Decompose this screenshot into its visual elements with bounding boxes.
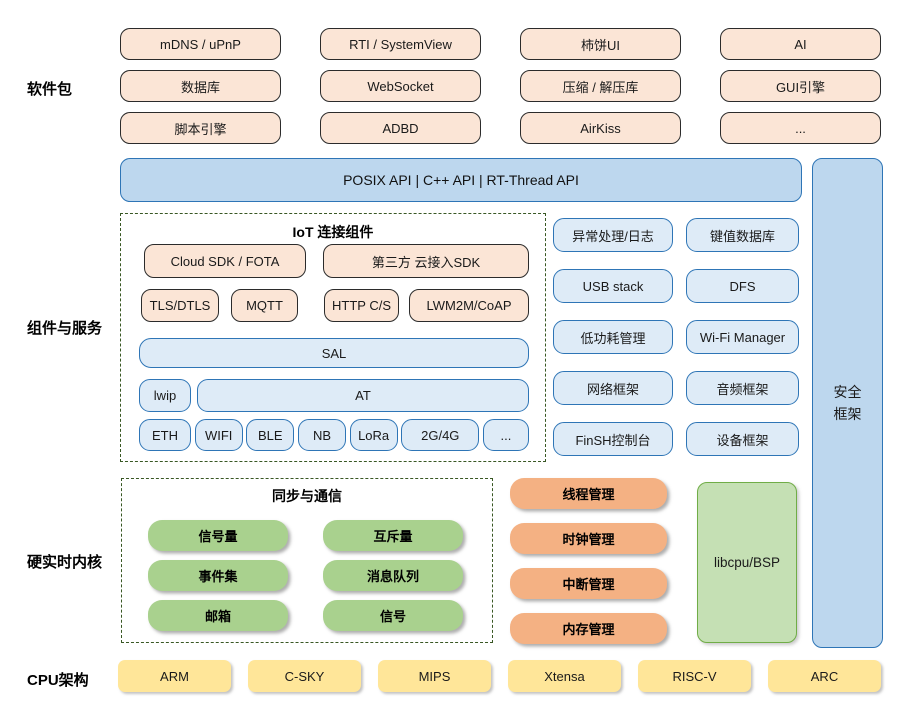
iot-group-title: IoT 连接组件	[292, 224, 374, 240]
package-box-adbd: ADBD	[320, 112, 481, 144]
service-kv-database-box: 键值数据库	[686, 218, 799, 252]
section-label-software-packages: 软件包	[27, 81, 73, 98]
cpu-arch-row: ARM C-SKY MIPS Xtensa RISC-V ARC	[118, 660, 881, 692]
mqtt-box: MQTT	[231, 289, 298, 322]
lwip-box: lwip	[139, 379, 191, 412]
ipc-pills-grid: 信号量 互斥量 事件集 消息队列 邮箱 信号	[148, 520, 463, 631]
service-device-framework-box: 设备框架	[686, 422, 799, 456]
package-box-database: 数据库	[120, 70, 281, 102]
wifi-chip: WIFI	[194, 419, 243, 451]
service-audio-framework-box: 音频框架	[686, 371, 799, 405]
cpu-arm-box: ARM	[118, 660, 231, 692]
service-dfs-box: DFS	[686, 269, 799, 303]
event-set-pill: 事件集	[148, 560, 288, 591]
service-low-power-box: 低功耗管理	[553, 320, 673, 354]
third-party-cloud-sdk-box: 第三方 云接入SDK	[323, 244, 529, 278]
package-box-gui-engine: GUI引擎	[720, 70, 881, 102]
message-queue-pill: 消息队列	[323, 560, 463, 591]
cloud-sdk-fota-box: Cloud SDK / FOTA	[144, 244, 306, 278]
ble-chip: BLE	[246, 419, 295, 451]
security-framework-label-line2: 框架	[833, 406, 862, 422]
thread-management-pill: 线程管理	[510, 478, 667, 509]
security-framework-label-line1: 安全	[833, 384, 862, 400]
section-label-cpu-arch: CPU架构	[27, 672, 89, 689]
cpu-mips-box: MIPS	[378, 660, 491, 692]
service-network-framework-box: 网络框架	[553, 371, 673, 405]
interrupt-management-pill: 中断管理	[510, 568, 667, 599]
mutex-pill: 互斥量	[323, 520, 463, 551]
service-finsh-console-box: FinSH控制台	[553, 422, 673, 456]
sync-communication-title: 同步与通信	[272, 488, 342, 504]
package-box-airkiss: AirKiss	[520, 112, 681, 144]
software-packages-grid: mDNS / uPnP RTI / SystemView 柿饼UI AI 数据库…	[120, 28, 881, 144]
cpu-csky-box: C-SKY	[248, 660, 361, 692]
2g4g-chip: 2G/4G	[401, 419, 480, 451]
package-box-rti: RTI / SystemView	[320, 28, 481, 60]
package-box-mdns-upnp: mDNS / uPnP	[120, 28, 281, 60]
package-box-websocket: WebSocket	[320, 70, 481, 102]
clock-management-pill: 时钟管理	[510, 523, 667, 554]
package-box-more: ...	[720, 112, 881, 144]
service-exception-log-box: 异常处理/日志	[553, 218, 673, 252]
security-framework-box: 安全 框架	[812, 158, 883, 648]
sync-communication-group: 同步与通信 信号量 互斥量 事件集 消息队列 邮箱 信号	[121, 478, 493, 643]
cpu-arc-box: ARC	[768, 660, 881, 692]
package-box-compress: 压缩 / 解压库	[520, 70, 681, 102]
section-label-realtime-kernel: 硬实时内核	[27, 554, 103, 571]
semaphore-pill: 信号量	[148, 520, 288, 551]
cpu-riscv-box: RISC-V	[638, 660, 751, 692]
memory-management-pill: 内存管理	[510, 613, 667, 644]
lora-chip: LoRa	[349, 419, 398, 451]
api-banner: POSIX API | C++ API | RT-Thread API	[120, 158, 802, 202]
section-label-components-services: 组件与服务	[27, 320, 103, 337]
package-box-script-engine: 脚本引擎	[120, 112, 281, 144]
package-box-persimmon-ui: 柿饼UI	[520, 28, 681, 60]
package-box-ai: AI	[720, 28, 881, 60]
sal-box: SAL	[139, 338, 529, 368]
service-wifi-manager-box: Wi-Fi Manager	[686, 320, 799, 354]
link-layer-chips-row: ETH WIFI BLE NB LoRa 2G/4G ...	[139, 419, 529, 451]
at-box: AT	[197, 379, 529, 412]
libcpu-bsp-box: libcpu/BSP	[697, 482, 797, 643]
iot-components-group: IoT 连接组件 Cloud SDK / FOTA 第三方 云接入SDK TLS…	[120, 213, 546, 462]
more-links-chip: ...	[482, 419, 529, 451]
service-usb-stack-box: USB stack	[553, 269, 673, 303]
eth-chip: ETH	[139, 419, 191, 451]
lwm2m-coap-box: LWM2M/CoAP	[409, 289, 529, 322]
cpu-xtensa-box: Xtensa	[508, 660, 621, 692]
signal-pill: 信号	[323, 600, 463, 631]
http-cs-box: HTTP C/S	[324, 289, 399, 322]
tls-dtls-box: TLS/DTLS	[141, 289, 219, 322]
mailbox-pill: 邮箱	[148, 600, 288, 631]
services-grid: 异常处理/日志 键值数据库 USB stack DFS 低功耗管理 Wi-Fi …	[553, 218, 799, 456]
nb-chip: NB	[297, 419, 346, 451]
